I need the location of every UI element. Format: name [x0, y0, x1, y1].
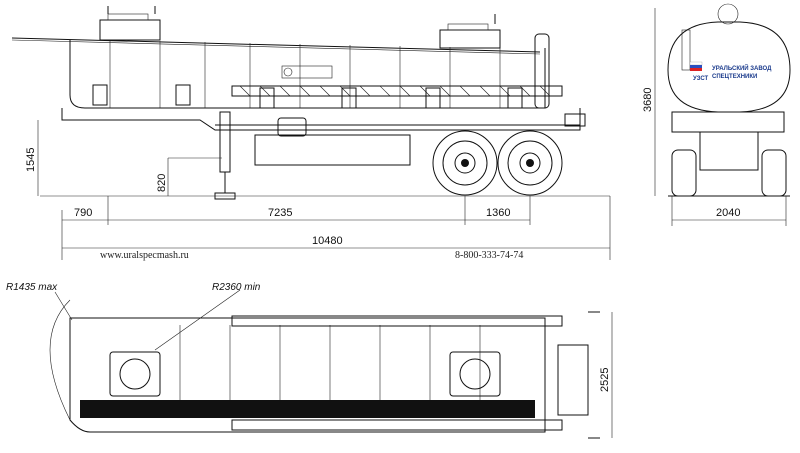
- dim-total-length: 10480: [312, 235, 343, 247]
- rear-hatch: [439, 29, 501, 49]
- side-view: 1545 820 790 7235 1360 10480 www.uralspe…: [11, 6, 611, 261]
- dim-height-hitch: 1545: [25, 148, 37, 172]
- logo-line2: СПЕЦТЕХНИКИ: [712, 74, 757, 80]
- dim-top-width: 2525: [599, 368, 611, 392]
- dim-radius-turn: R2360 min: [212, 282, 261, 293]
- phone-text: 8-800-333-74-74: [455, 250, 523, 261]
- dim-rear-width: 2040: [716, 207, 740, 219]
- dim-height-leg: 820: [156, 174, 168, 192]
- dim-wheelbase: 7235: [268, 207, 292, 219]
- logo-line1: УРАЛЬСКИЙ ЗАВОД: [712, 64, 772, 72]
- dim-radius-front: R1435 max: [6, 282, 58, 293]
- front-hatch: [99, 19, 161, 41]
- rear-wheel-2: [497, 130, 563, 196]
- website-text: www.uralspecmash.ru: [100, 250, 189, 261]
- rear-view: УРАЛЬСКИЙ ЗАВОД СПЕЦТЕХНИКИ УЗСТ 3680 20…: [642, 3, 791, 226]
- dim-rear-height: 3680: [642, 88, 654, 112]
- dim-overhang-front: 790: [74, 207, 92, 219]
- rear-wheel-1: [432, 130, 498, 196]
- logo-badge: УЗСТ: [693, 76, 709, 82]
- dim-axle-spread: 1360: [486, 207, 510, 219]
- side-rail-black: [80, 400, 535, 418]
- top-view: R1435 max R2360 min 2525: [6, 282, 613, 439]
